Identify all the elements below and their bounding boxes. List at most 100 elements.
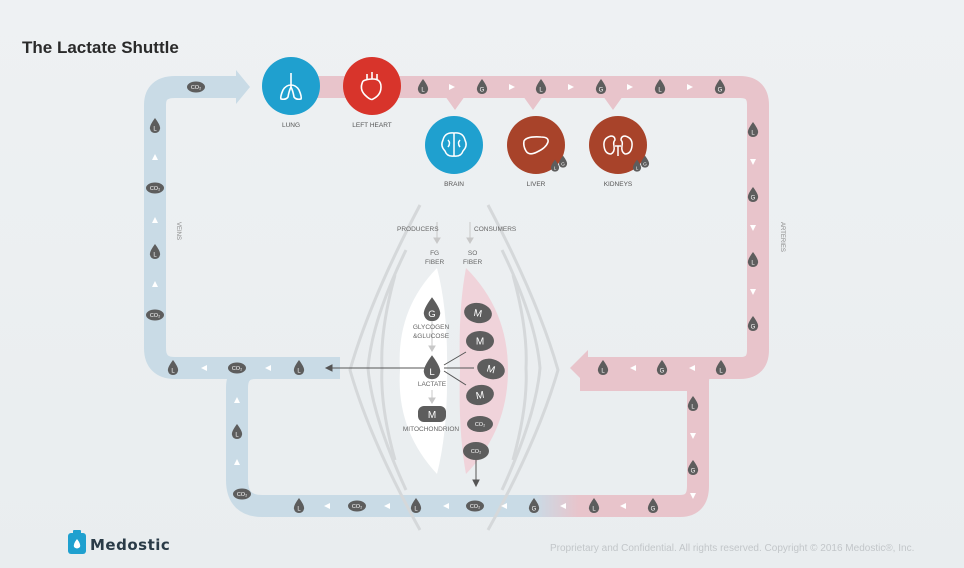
lactate-token: L (149, 118, 161, 133)
svg-text:G: G (561, 162, 565, 168)
artery-path (300, 76, 769, 379)
flow-arrow (750, 289, 756, 295)
brand-name: Medostic (90, 536, 171, 554)
flow-arrow (690, 433, 696, 439)
lactate-token: L (632, 159, 642, 172)
svg-text:G: G (599, 88, 604, 94)
lactate-token: L (687, 396, 699, 411)
svg-text:G: G (428, 309, 435, 320)
lactate-token: L (423, 355, 441, 380)
svg-text:G: G (660, 369, 665, 375)
flow-arrow (265, 365, 271, 371)
fg-fiber-label: FG FIBER (425, 250, 445, 266)
flow-arrow (501, 503, 507, 509)
so-fiber-label: SO FIBER (463, 250, 483, 266)
lactate-token: L (588, 498, 600, 513)
mitochondrion-token: M (464, 302, 492, 324)
co2-token: CO₂ (233, 488, 251, 500)
svg-text:L: L (658, 88, 662, 94)
consumers-label: CONSUMERS (474, 226, 517, 233)
flow-arrow (234, 459, 240, 465)
svg-text:L: L (297, 369, 301, 375)
vein-arrowhead (236, 70, 250, 104)
brain-label: BRAIN (444, 181, 464, 188)
lactate-token: L (597, 360, 609, 375)
mitochondrion-label: MITOCHONDRION (402, 426, 460, 433)
svg-text:M: M (428, 410, 436, 421)
co2-token: CO₂ (228, 362, 246, 374)
copyright-footer: Proprietary and Confidential. All rights… (550, 543, 915, 554)
lactate-token: L (715, 360, 727, 375)
flow-arrow (384, 503, 390, 509)
flow-arrow (687, 84, 693, 90)
flow-arrow (630, 365, 636, 371)
svg-text:L: L (421, 88, 425, 94)
flow-arrow (750, 159, 756, 165)
svg-text:L: L (297, 507, 301, 513)
mitochondrion-token: M (477, 358, 505, 380)
flow-arrow (560, 503, 566, 509)
lactate-token: L (417, 79, 429, 94)
svg-text:M: M (475, 390, 485, 402)
vein-path (144, 76, 340, 379)
svg-text:G: G (532, 507, 537, 513)
glucose-token: G (595, 79, 607, 94)
flow-arrow (568, 84, 574, 90)
svg-text:L: L (751, 131, 755, 137)
lactate-token: L (231, 424, 243, 439)
bottom-path (400, 369, 709, 517)
svg-text:CO₂: CO₂ (352, 504, 362, 510)
glucose-token: G (714, 79, 726, 94)
flow-arrow (152, 281, 158, 287)
svg-text:L: L (719, 369, 723, 375)
lactate-token: L (747, 252, 759, 267)
glycogen-label: GLYCOGEN &GLUCOSE (412, 324, 450, 340)
artery-arrowhead (570, 350, 588, 386)
svg-text:L: L (153, 127, 157, 133)
svg-text:G: G (651, 507, 656, 513)
medostic-logo-icon (68, 530, 86, 559)
lactate-token: L (293, 360, 305, 375)
svg-text:M: M (473, 308, 483, 320)
co2-token: CO₂ (146, 309, 164, 321)
svg-text:L: L (636, 166, 639, 172)
glucose-token: G (476, 79, 488, 94)
svg-text:CO₂: CO₂ (150, 186, 160, 192)
co2-token: CO₂ (466, 500, 484, 512)
lactate-token: L (293, 498, 305, 513)
liver-label: LIVER (526, 181, 546, 188)
heart-icon (343, 57, 401, 115)
flow-arrow (509, 84, 515, 90)
mitochondrion-token: M (466, 384, 494, 406)
lactate-token: L (167, 360, 179, 375)
svg-text:G: G (480, 88, 485, 94)
svg-text:L: L (429, 367, 435, 378)
lactate-label: LACTATE (417, 381, 447, 388)
lung-label: LUNG (281, 122, 301, 129)
page-title: The Lactate Shuttle (22, 38, 179, 57)
svg-text:M: M (476, 337, 484, 348)
lactate-token: L (149, 244, 161, 259)
flow-arrow (152, 154, 158, 160)
glucose-token: G (423, 297, 441, 322)
svg-text:G: G (643, 162, 647, 168)
svg-text:G: G (691, 469, 696, 475)
glucose-token: G (640, 155, 650, 168)
mitochondrion-token: M (466, 331, 494, 351)
lactate-token: L (747, 122, 759, 137)
flow-arrow (324, 503, 330, 509)
glucose-token: G (558, 155, 568, 168)
glucose-token: G (656, 360, 668, 375)
left-heart-label: LEFT HEART (352, 122, 392, 129)
co2-token: CO₂ (146, 182, 164, 194)
co2-token: CO₂ (463, 442, 489, 460)
svg-text:CO₂: CO₂ (475, 422, 485, 428)
svg-text:L: L (235, 433, 239, 439)
svg-text:L: L (171, 369, 175, 375)
lactate-token: L (410, 498, 422, 513)
svg-text:CO₂: CO₂ (150, 313, 160, 319)
flow-arrow (689, 365, 695, 371)
brain-icon (425, 116, 483, 174)
svg-text:CO₂: CO₂ (471, 449, 481, 455)
